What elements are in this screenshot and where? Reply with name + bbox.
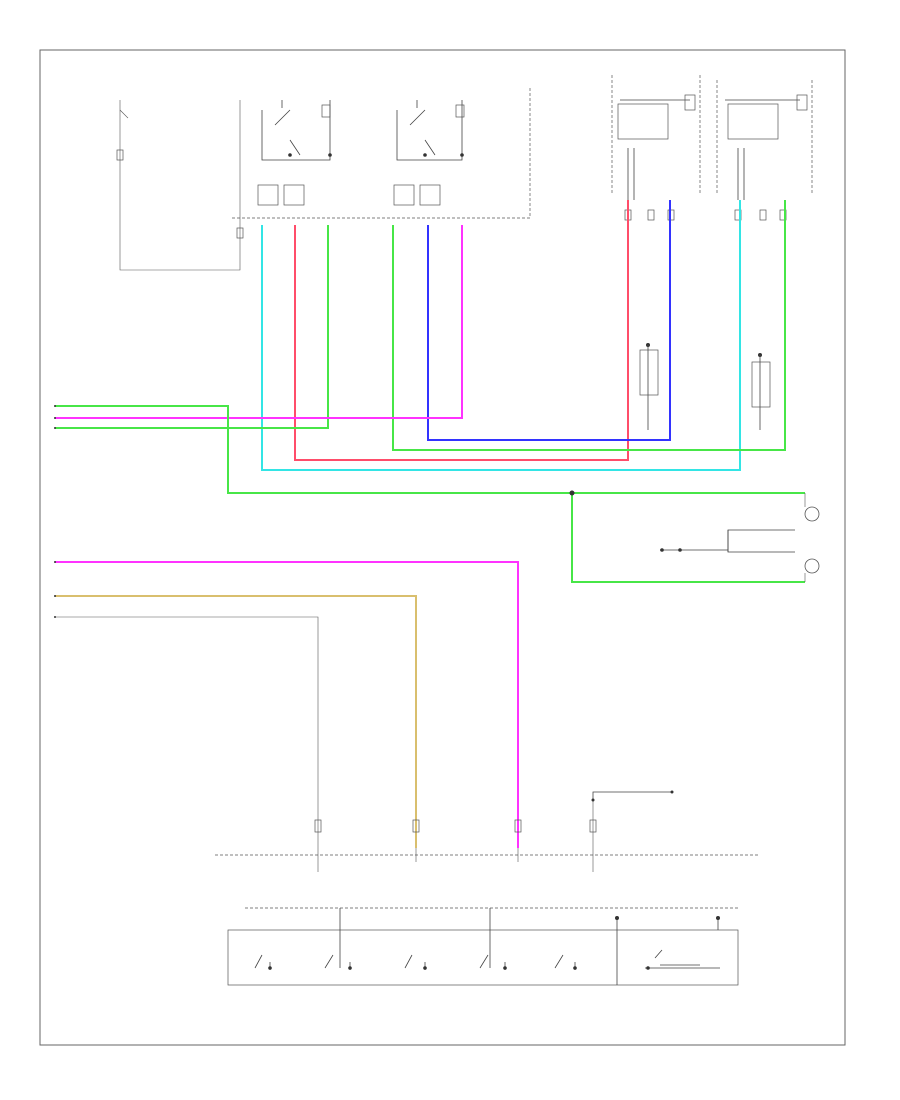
wire-magenta-2	[55, 561, 519, 848]
headlight-relay-2	[393, 100, 465, 206]
wire-black	[55, 616, 319, 848]
switch-1	[254, 954, 272, 970]
right-headlight-unit	[611, 75, 701, 200]
splice-green	[569, 490, 575, 496]
bottom-connector-row	[215, 790, 760, 872]
wire-green-1	[55, 225, 329, 429]
diagram-frame	[39, 49, 846, 1046]
wire-cyan	[261, 200, 741, 471]
wire-green-2	[392, 200, 786, 451]
wire-red	[294, 200, 629, 461]
wire-blue	[427, 200, 671, 441]
wire-tan	[55, 595, 417, 848]
relay-block-boundary	[232, 88, 531, 219]
ignition-feed	[116, 100, 244, 271]
wire-magenta-1	[55, 225, 463, 419]
switch-4	[479, 930, 507, 970]
left-side-lamp	[804, 558, 820, 582]
switch-3	[404, 954, 427, 970]
left-wire-ends	[54, 405, 56, 618]
switch-6	[645, 949, 720, 970]
combination-switch	[227, 907, 740, 986]
switch-2	[324, 930, 352, 970]
actuator-circuit	[660, 529, 795, 553]
wires	[55, 200, 805, 848]
right-side-lamp	[804, 493, 820, 522]
wire-green-3	[55, 405, 805, 494]
wire-green-4	[571, 493, 805, 583]
switch-5	[554, 954, 577, 970]
headlight-relay-1	[257, 100, 332, 206]
headlight-connectors	[624, 209, 787, 430]
left-headlight-unit	[716, 80, 813, 200]
